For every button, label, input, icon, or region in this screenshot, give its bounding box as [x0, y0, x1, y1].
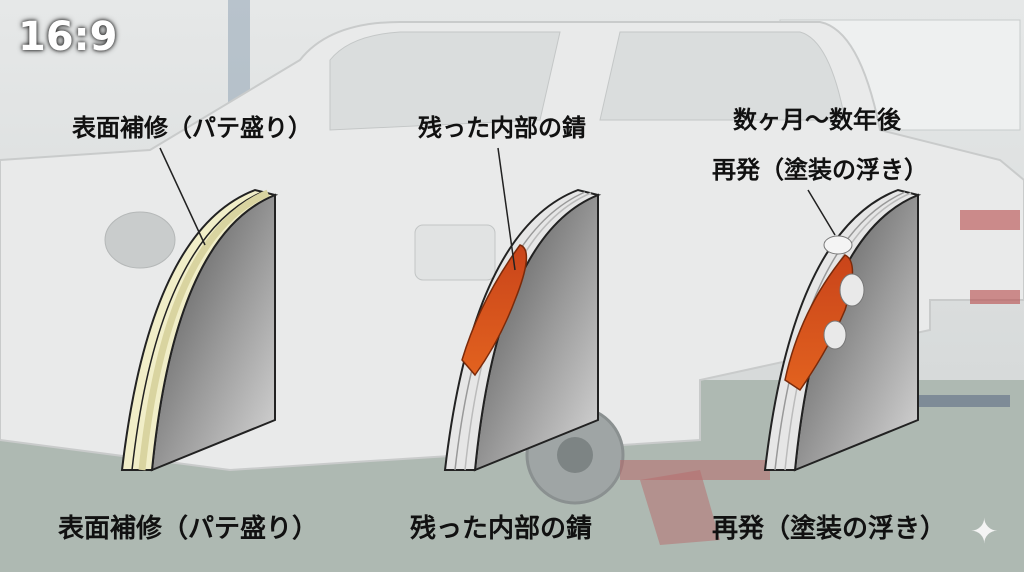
- paint-blister-2: [839, 273, 865, 307]
- lift-arm: [960, 210, 1020, 230]
- section-surface-repair: [120, 147, 279, 472]
- leader-line-2: [497, 147, 516, 271]
- leader-line-3: [807, 189, 836, 236]
- wheel-hub-center: [557, 437, 593, 473]
- car-tail-light: [104, 211, 176, 269]
- leader-line-1: [159, 147, 206, 246]
- paint-blister-1: [823, 235, 853, 255]
- bottom-label-surface-repair: 表面補修（パテ盛り）: [58, 514, 319, 544]
- bottom-label-remaining-rust: 残った内部の錆: [410, 514, 593, 544]
- jack-stand: [620, 460, 770, 480]
- sparkle-icon: ✦: [970, 512, 999, 552]
- section-recurrence: [763, 188, 922, 472]
- fuel-lid: [414, 224, 496, 281]
- top-label-recurrence: 再発（塗装の浮き）: [712, 156, 928, 184]
- top-label-time-elapsed: 数ヶ月〜数年後: [733, 106, 901, 134]
- top-label-remaining-rust: 残った内部の錆: [418, 114, 586, 142]
- car-rear-window: [329, 31, 561, 131]
- section-remaining-rust: [443, 147, 602, 472]
- lift-arm-lower: [970, 290, 1020, 304]
- top-label-surface-repair: 表面補修（パテ盛り）: [72, 114, 312, 142]
- jack-stand-base: [640, 470, 720, 545]
- car-side-window: [599, 31, 846, 121]
- paint-blister-3: [823, 320, 847, 350]
- aspect-ratio-label: 16:9: [18, 14, 118, 60]
- bottom-label-recurrence: 再発（塗装の浮き）: [712, 514, 947, 544]
